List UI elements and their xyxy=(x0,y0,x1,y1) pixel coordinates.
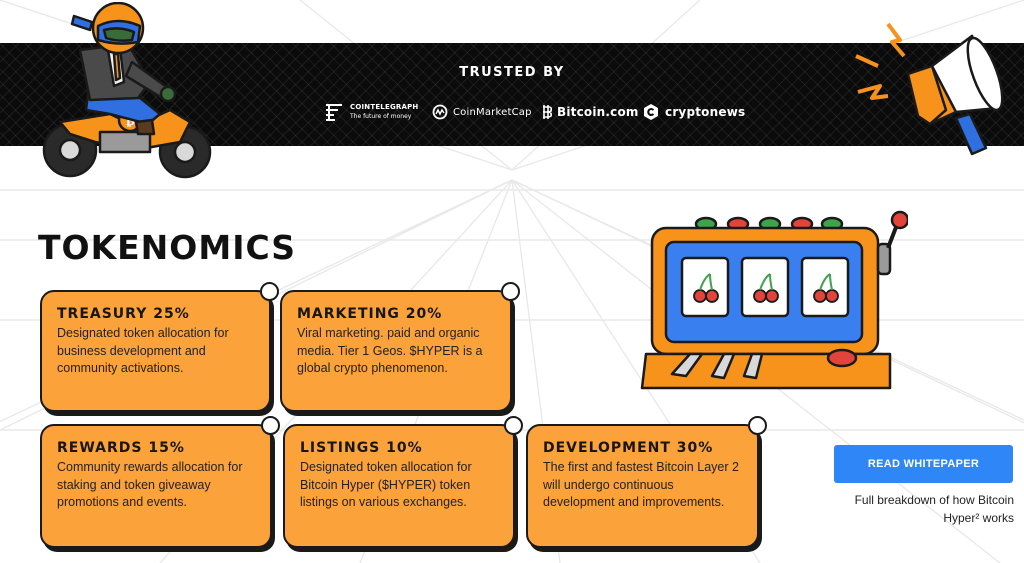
rewards-card: REWARDS 15% Community rewards allocation… xyxy=(40,416,280,548)
card-title: MARKETING 20% xyxy=(297,306,443,322)
trusted-by-title: TRUSTED BY xyxy=(459,65,565,80)
card-description: The first and fastest Bitcoin Layer 2 wi… xyxy=(543,460,739,509)
card-pin-icon xyxy=(504,416,523,435)
megaphone-illustration xyxy=(855,22,1004,156)
card-description: Designated token allocation for Bitcoin … xyxy=(300,460,472,509)
tokenomics-heading: TOKENOMICS xyxy=(38,228,297,267)
card-description: Designated token allocation for business… xyxy=(57,326,229,375)
card-description: Viral marketing. paid and organic media.… xyxy=(297,326,483,375)
card-title: LISTINGS 10% xyxy=(300,440,423,456)
development-card: DEVELOPMENT 30% The first and fastest Bi… xyxy=(526,416,767,548)
read-whitepaper-button[interactable]: READ WHITEPAPER xyxy=(834,445,1013,483)
card-description: Community rewards allocation for staking… xyxy=(57,460,243,509)
whitepaper-note: Full breakdown of how Bitcoin Hyper² wor… xyxy=(854,493,1014,525)
cointelegraph-name: COINTELEGRAPH xyxy=(350,103,419,111)
card-title: DEVELOPMENT 30% xyxy=(543,440,714,456)
cointelegraph-logo[interactable]: COINTELEGRAPH The future of money xyxy=(323,101,419,123)
cointelegraph-tagline: The future of money xyxy=(350,113,412,120)
cryptonews-name: cryptonews xyxy=(665,105,746,119)
coinmarketcap-logo[interactable]: CoinMarketCap xyxy=(432,101,532,123)
svg-text:₿: ₿ xyxy=(126,114,135,129)
treasury-card: TREASURY 25% Designated token allocation… xyxy=(40,282,279,412)
coinmarketcap-icon xyxy=(432,104,448,120)
bitcoin-com-logo[interactable]: Bitcoin.com xyxy=(542,101,639,123)
bitcoin-com-name: Bitcoin.com xyxy=(557,105,639,119)
listings-card: LISTINGS 10% Designated token allocation… xyxy=(283,416,523,548)
card-pin-icon xyxy=(748,416,767,435)
bitcoin-com-icon xyxy=(543,105,552,119)
cryptonews-icon xyxy=(644,104,658,120)
slot-machine-illustration xyxy=(640,210,908,390)
marketing-card: MARKETING 20% Viral marketing. paid and … xyxy=(280,282,520,412)
card-pin-icon xyxy=(260,282,279,301)
cointelegraph-icon xyxy=(326,104,342,121)
card-pin-icon xyxy=(501,282,520,301)
card-title: TREASURY 25% xyxy=(57,306,190,322)
cryptonews-logo[interactable]: cryptonews xyxy=(642,101,745,123)
coinmarketcap-name: CoinMarketCap xyxy=(453,106,532,118)
card-pin-icon xyxy=(261,416,280,435)
card-title: REWARDS 15% xyxy=(57,440,185,456)
mascot-motorbike-illustration: ₿ xyxy=(42,2,212,179)
